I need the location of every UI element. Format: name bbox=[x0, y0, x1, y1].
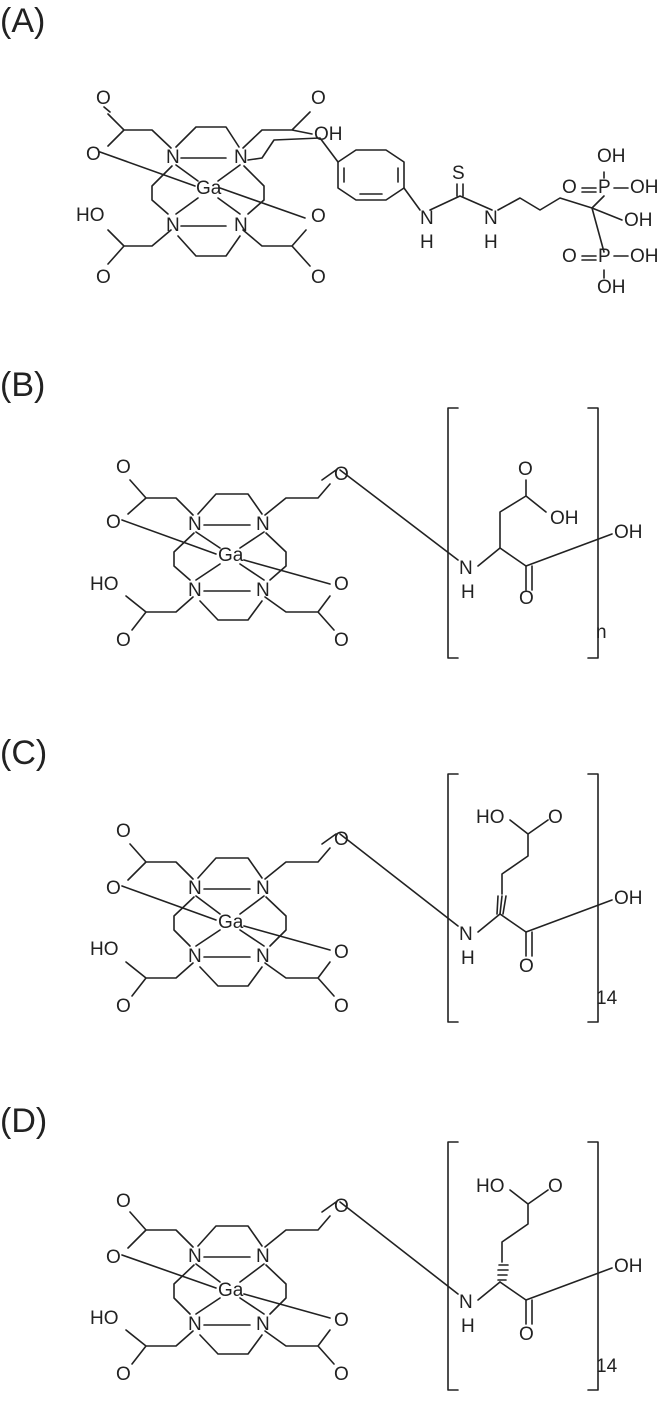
gallium-atom: Ga bbox=[218, 545, 244, 566]
atom-o-amide: O bbox=[334, 829, 349, 850]
atom-h-backbone: H bbox=[461, 948, 475, 969]
atom-p-2: P bbox=[598, 246, 611, 267]
atom-oh-p1-top: OH bbox=[597, 146, 626, 167]
atom-o-coordinated-left: O bbox=[106, 1247, 121, 1268]
atom-o-amide: O bbox=[334, 1196, 349, 1217]
atom-n-thiourea-1: N bbox=[420, 208, 434, 229]
atom-oh-sidechain: OH bbox=[550, 508, 579, 529]
atom-o-carbonyl-left: O bbox=[96, 88, 111, 109]
atom-ho-sidechain: HO bbox=[476, 1176, 505, 1197]
atom-o-carbonyl-bottom-left: O bbox=[116, 1364, 131, 1385]
atom-h-thiourea-1: H bbox=[420, 232, 434, 253]
atom-o-sidechain: O bbox=[548, 807, 563, 828]
atom-ho-bottom-left: HO bbox=[90, 939, 119, 960]
atom-h-backbone: H bbox=[461, 1316, 475, 1337]
atom-oh-terminal: OH bbox=[614, 888, 643, 909]
panel-b-bonds bbox=[121, 407, 613, 659]
atom-p-1: P bbox=[598, 177, 611, 198]
atom-o-coordinated-left: O bbox=[106, 878, 121, 899]
atom-o-carbonyl-bottom-right: O bbox=[334, 1364, 349, 1385]
macrocycle-n-3: N bbox=[188, 1314, 202, 1335]
atom-h-backbone: H bbox=[461, 582, 475, 603]
macrocycle-n-2: N bbox=[256, 878, 270, 899]
atom-s: S bbox=[452, 163, 465, 184]
atom-o-backbone: O bbox=[519, 588, 534, 609]
atom-oh-geminal: OH bbox=[624, 210, 653, 231]
panel-label-d: (D) bbox=[0, 1102, 47, 1140]
atom-ho-sidechain: HO bbox=[476, 807, 505, 828]
panel-c: (C) N N N N Ga O O HO O O O O HO O N H O… bbox=[0, 734, 643, 1023]
atom-o-phosphonyl-1: O bbox=[562, 177, 577, 198]
macrocycle-n-3: N bbox=[188, 946, 202, 967]
atom-ho-bottom-left: HO bbox=[76, 205, 105, 226]
atom-oh-top-right: OH bbox=[314, 124, 343, 145]
atom-o-carbonyl-bottom-left: O bbox=[116, 630, 131, 651]
atom-o-coordinated-left: O bbox=[106, 512, 121, 533]
panel-b: (B) N N N N Ga O O HO O O O O O OH N H O… bbox=[0, 366, 643, 659]
repeat-subscript: n bbox=[596, 622, 607, 643]
atom-o-backbone: O bbox=[519, 956, 534, 977]
panel-label-b: (B) bbox=[0, 366, 45, 404]
atom-o-carbonyl-left: O bbox=[116, 1191, 131, 1212]
panel-d: (D) N N N N Ga O O HO O O O O HO O N H O… bbox=[0, 1102, 643, 1391]
atom-o-amide: O bbox=[334, 464, 349, 485]
atom-oh-terminal: OH bbox=[614, 1256, 643, 1277]
macrocycle-n-1: N bbox=[188, 1246, 202, 1267]
atom-o-backbone: O bbox=[519, 1324, 534, 1345]
macrocycle-n-4: N bbox=[256, 1314, 270, 1335]
repeat-subscript: 14 bbox=[596, 988, 618, 1009]
atom-ho-bottom-left: HO bbox=[90, 1308, 119, 1329]
atom-o-carbonyl-bottom-left: O bbox=[96, 267, 111, 288]
atom-n-backbone: N bbox=[459, 558, 473, 579]
atom-o-sidechain: O bbox=[518, 459, 533, 480]
atom-o-coordinated-right: O bbox=[334, 1310, 349, 1331]
macrocycle-n-1: N bbox=[188, 878, 202, 899]
atom-o-coordinated-right: O bbox=[311, 206, 326, 227]
macrocycle-n-2: N bbox=[234, 147, 248, 168]
atom-o-phosphonyl-2: O bbox=[562, 246, 577, 267]
atom-o-carbonyl-top-right: O bbox=[311, 88, 326, 109]
macrocycle-n-2: N bbox=[256, 1246, 270, 1267]
gallium-atom: Ga bbox=[196, 178, 222, 199]
atom-h-thiourea-2: H bbox=[484, 232, 498, 253]
panel-label-c: (C) bbox=[0, 734, 47, 772]
atom-o-carbonyl-bottom-right: O bbox=[334, 630, 349, 651]
atom-oh-p1-right: OH bbox=[630, 177, 659, 198]
panel-a-bonds bbox=[99, 106, 629, 279]
macrocycle-n-1: N bbox=[166, 147, 180, 168]
atom-o-carbonyl-bottom-right: O bbox=[334, 996, 349, 1017]
atom-oh-p2-bottom: OH bbox=[597, 277, 626, 298]
atom-o-sidechain: O bbox=[548, 1176, 563, 1197]
panel-label-a: (A) bbox=[0, 2, 45, 40]
atom-oh-terminal: OH bbox=[614, 522, 643, 543]
repeat-subscript: 14 bbox=[596, 1356, 618, 1377]
macrocycle-n-4: N bbox=[256, 580, 270, 601]
atom-o-carbonyl-bottom-right: O bbox=[311, 267, 326, 288]
atom-n-backbone: N bbox=[459, 924, 473, 945]
gallium-atom: Ga bbox=[218, 1280, 244, 1301]
atom-n-backbone: N bbox=[459, 1292, 473, 1313]
atom-o-carbonyl-bottom-left: O bbox=[116, 996, 131, 1017]
macrocycle-n-3: N bbox=[188, 580, 202, 601]
panel-a: (A) N N N N Ga O O OH HO O O O O S N H N… bbox=[0, 2, 659, 298]
panel-d-bonds bbox=[121, 1141, 613, 1391]
atom-o-coordinated-right: O bbox=[334, 942, 349, 963]
macrocycle-n-1: N bbox=[188, 514, 202, 535]
atom-o-coordinated-right: O bbox=[334, 574, 349, 595]
macrocycle-n-4: N bbox=[256, 946, 270, 967]
atom-ho-bottom-left: HO bbox=[90, 574, 119, 595]
atom-o-coordinated-left: O bbox=[86, 144, 101, 165]
panel-c-bonds bbox=[121, 773, 613, 1023]
atom-n-thiourea-2: N bbox=[484, 208, 498, 229]
atom-o-carbonyl-left: O bbox=[116, 457, 131, 478]
atom-oh-p2-right: OH bbox=[630, 246, 659, 267]
atom-o-carbonyl-left: O bbox=[116, 821, 131, 842]
macrocycle-n-2: N bbox=[256, 514, 270, 535]
gallium-atom: Ga bbox=[218, 912, 244, 933]
